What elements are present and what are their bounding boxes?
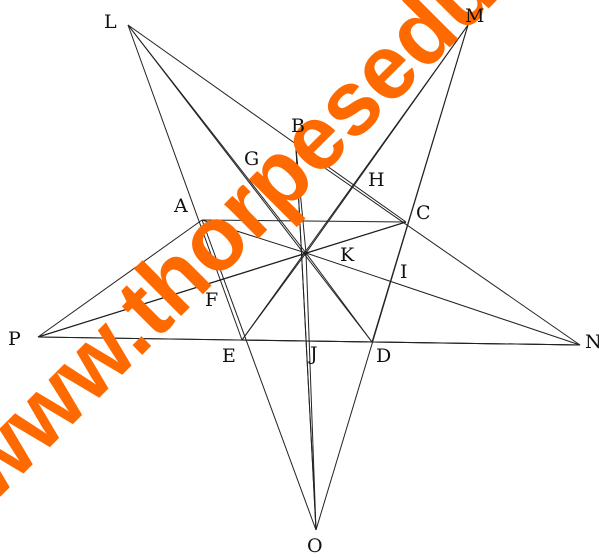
point-label-p: P (8, 328, 21, 350)
point-labels: L M N O P A B C D E F G H I J K (8, 5, 599, 557)
segment-AC (201, 219, 407, 223)
point-label-m: M (465, 5, 484, 27)
point-label-f: F (205, 289, 218, 311)
point-label-c: C (416, 202, 431, 224)
segment-OK (305, 252, 317, 531)
segment-LE (127, 24, 243, 341)
point-label-h: H (368, 169, 385, 191)
point-label-n: N (585, 331, 599, 353)
segment-AP (37, 219, 203, 338)
point-label-l: L (104, 11, 117, 33)
point-label-d: D (376, 345, 391, 367)
line-segments (37, 24, 581, 531)
segment-PN (37, 336, 581, 346)
point-label-i: I (400, 261, 408, 283)
segment-MK (305, 24, 469, 254)
point-label-e: E (222, 345, 236, 367)
point-label-a: A (173, 195, 188, 217)
point-label-o: O (307, 535, 323, 557)
point-label-b: B (291, 115, 305, 137)
segment-BK (295, 147, 307, 254)
point-label-g: G (244, 148, 259, 170)
segment-DK (305, 252, 373, 343)
segment-NB (295, 147, 581, 346)
segment-CK (305, 221, 407, 254)
point-label-k: K (340, 244, 355, 266)
segment-CL (127, 24, 407, 223)
segment-OA (201, 219, 317, 531)
segment-MO (315, 24, 469, 531)
segment-AK (201, 219, 307, 254)
point-label-j: J (308, 343, 318, 365)
segment-EK (241, 252, 307, 341)
segment-NK (305, 252, 581, 346)
segment-OB (295, 147, 317, 531)
segment-PK (37, 252, 307, 338)
segment-LK (127, 24, 307, 254)
